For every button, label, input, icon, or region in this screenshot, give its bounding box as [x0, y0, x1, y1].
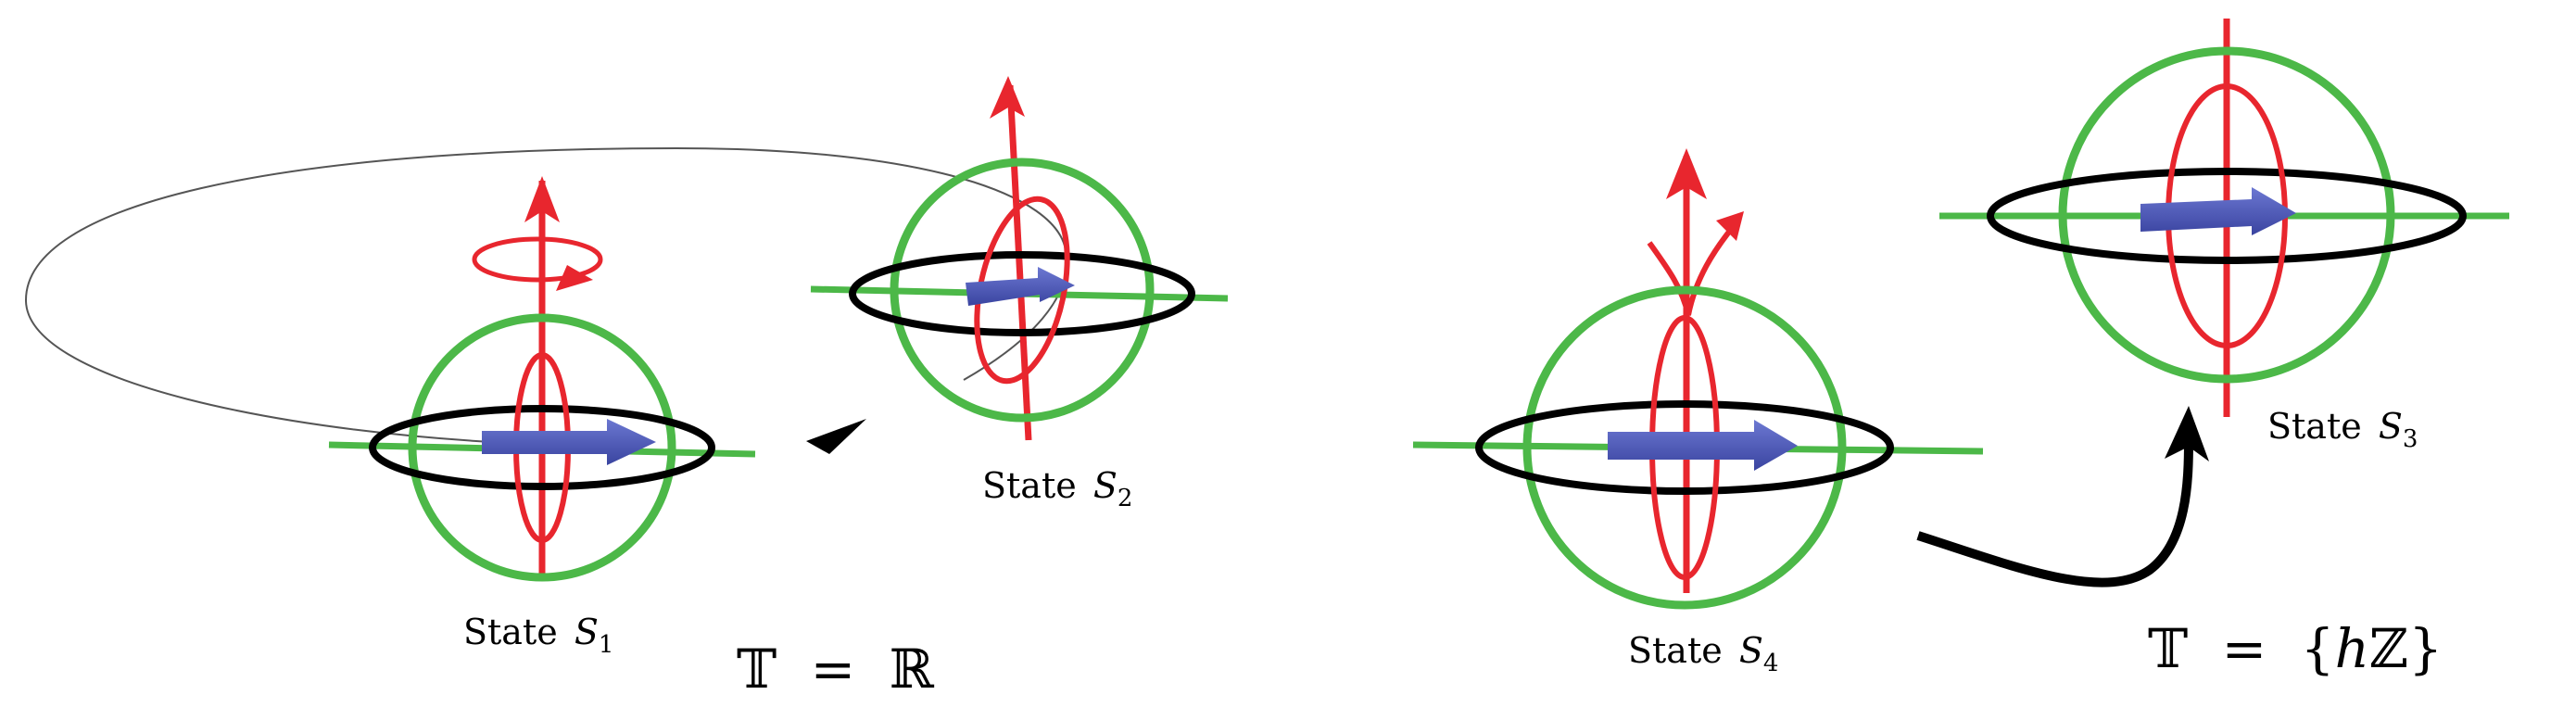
- discrete-time-panel: State S3 State S4 𝕋 = {hℤ}: [1412, 19, 2509, 680]
- state-s2-spin: [810, 76, 1229, 441]
- equator: [1475, 400, 1894, 495]
- transition-arrow: [1916, 439, 2193, 587]
- moment-arrow: [2140, 187, 2296, 235]
- state-s3-spin: [1939, 19, 2509, 417]
- state-s4-spin: [1412, 148, 1984, 610]
- time-scale-discrete-label: 𝕋 = {hℤ}: [2148, 617, 2443, 680]
- moment-arrow: [1608, 420, 1798, 471]
- continuous-time-panel: State S1 State S2 𝕋 = ℝ: [24, 76, 1229, 701]
- state-s4-label: State S4: [1628, 630, 1778, 677]
- state-s1-label: State S1: [463, 612, 613, 659]
- equator: [1987, 168, 2467, 264]
- split-arrow-branch: [1647, 225, 1736, 316]
- state-s3-label: State S3: [2267, 406, 2418, 453]
- moment-arrow: [966, 267, 1075, 306]
- state-s2-label: State S2: [982, 465, 1132, 512]
- meridian: [974, 196, 1070, 385]
- moment-arrow: [482, 419, 656, 465]
- transition-arrowhead: [2165, 406, 2209, 461]
- state-s1-spin: [328, 176, 756, 582]
- equator: [369, 405, 715, 490]
- time-scale-real-label: 𝕋 = ℝ: [737, 638, 935, 701]
- orbit-arrowhead: [806, 419, 866, 454]
- precession-loop: [472, 236, 603, 283]
- equator: [849, 251, 1195, 336]
